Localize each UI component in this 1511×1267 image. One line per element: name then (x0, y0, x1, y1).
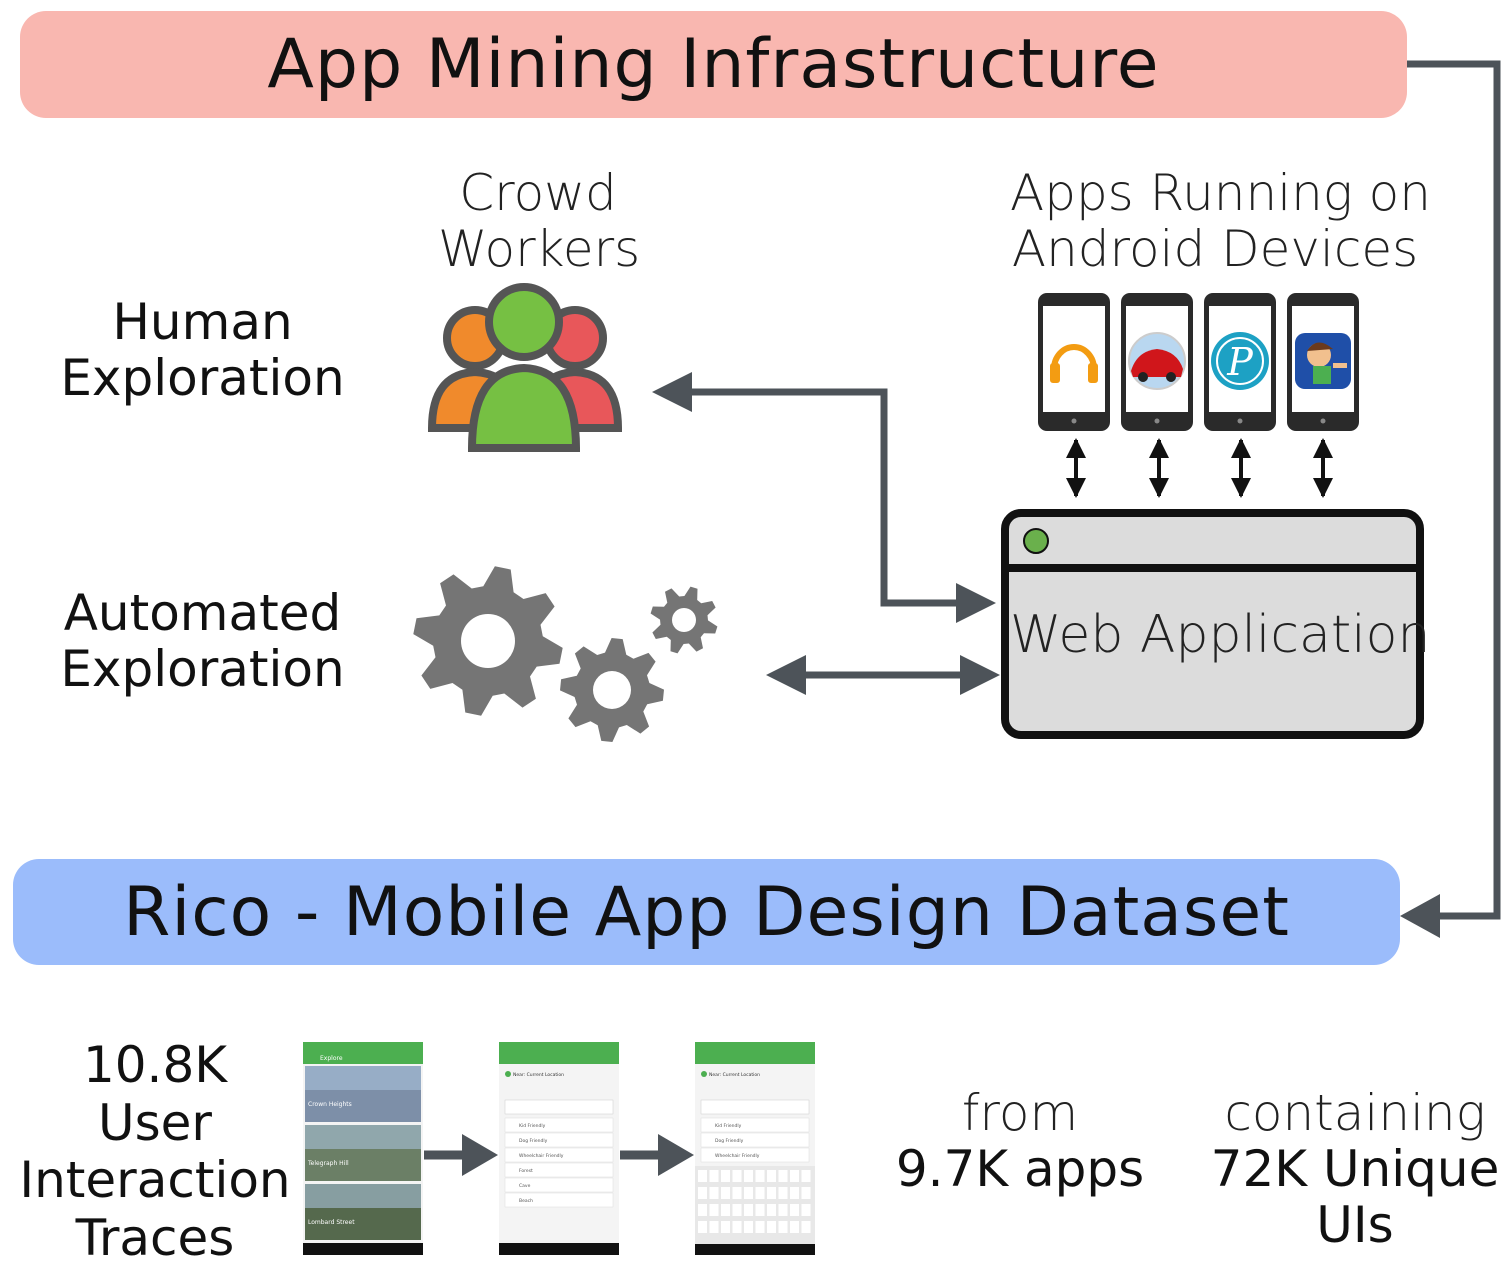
crowd-workers-label: Crowd Workers (438, 164, 641, 278)
svg-text:Lombard Street: Lombard Street (308, 1219, 355, 1226)
runner-game-app-icon (1295, 333, 1351, 389)
webapp-crowd-arrow (652, 372, 996, 623)
apps-running-line-1: Apps Running on (1010, 164, 1431, 222)
crowd-workers-line-2: Workers (438, 220, 641, 278)
svg-text:Dog Friendly: Dog Friendly (715, 1138, 744, 1144)
unique-uis-count: 72K Unique (1210, 1140, 1500, 1198)
gears-icon (413, 566, 718, 742)
traces-line-4: Traces (75, 1208, 235, 1267)
svg-text:Explore: Explore (320, 1055, 343, 1062)
android-phone-1 (1038, 293, 1110, 431)
svg-text:Forest: Forest (519, 1168, 533, 1174)
device-webapp-arrows (1066, 438, 1333, 498)
trace-arrows (424, 1134, 694, 1176)
gear-2 (560, 638, 664, 742)
containing-word: containing (1224, 1084, 1486, 1142)
svg-text:Kid Friendly: Kid Friendly (715, 1123, 742, 1129)
human-exploration-line-2: Exploration (60, 349, 345, 407)
android-phone-3: P (1204, 293, 1276, 431)
apps-count: 9.7K apps (895, 1140, 1145, 1198)
apps-running-line-2: Android Devices (1011, 220, 1419, 278)
traces-line-2: User (98, 1093, 212, 1152)
traces-count: 10.8K (82, 1036, 228, 1094)
svg-text:Near: Current Location: Near: Current Location (709, 1072, 760, 1078)
traces-label: 10.8K User Interaction Traces (10, 1036, 300, 1267)
banner-title: App Mining Infrastructure (267, 25, 1160, 104)
svg-text:Telegraph Hill: Telegraph Hill (307, 1160, 349, 1167)
status-dot (1023, 528, 1049, 554)
svg-text:Cave: Cave (519, 1183, 531, 1189)
traces-line-3: Interaction (19, 1151, 291, 1209)
crowd-workers-line-1: Crowd (459, 164, 617, 222)
web-application-label: Web Application (1010, 605, 1431, 665)
svg-text:Crown Heights: Crown Heights (308, 1101, 352, 1108)
people-group-icon (427, 283, 623, 452)
dataset-title: Rico - Mobile App Design Dataset (123, 872, 1290, 952)
automation-webapp-arrow (766, 655, 1000, 695)
race-car-app-icon (1128, 332, 1186, 390)
from-apps-label: from 9.7K apps (880, 1085, 1160, 1197)
svg-text:P: P (1226, 340, 1254, 384)
p-letter-app-icon: P (1211, 332, 1269, 390)
from-word: from (961, 1084, 1079, 1142)
containing-label: containing 72K Unique UIs (1205, 1085, 1505, 1253)
infrastructure-to-dataset-arrow (1400, 60, 1501, 938)
rico-dataset-banner: Rico - Mobile App Design Dataset (13, 859, 1400, 965)
gear-3 (650, 586, 718, 654)
gear-1 (413, 566, 563, 716)
automated-exploration-label: Automated Exploration (55, 585, 350, 697)
android-phone-2 (1121, 293, 1193, 431)
human-exploration-line-1: Human (112, 293, 293, 351)
automated-exploration-line-1: Automated (63, 584, 342, 642)
svg-text:Beach: Beach (519, 1198, 533, 1204)
android-devices: P (1038, 293, 1359, 431)
svg-text:Near: Current Location: Near: Current Location (513, 1072, 564, 1078)
web-application-window (1001, 509, 1424, 739)
svg-text:Wheelchair Friendly: Wheelchair Friendly (715, 1153, 760, 1159)
apps-running-label: Apps Running on Android Devices (1010, 164, 1431, 278)
svg-text:Kid Friendly: Kid Friendly (519, 1123, 546, 1129)
human-exploration-label: Human Exploration (55, 294, 350, 406)
svg-text:Dog Friendly: Dog Friendly (519, 1138, 548, 1144)
automated-exploration-line-2: Exploration (60, 640, 345, 698)
svg-text:Wheelchair Friendly: Wheelchair Friendly (519, 1153, 564, 1159)
uis-word: UIs (1316, 1196, 1394, 1254)
headphones-app-icon (1050, 344, 1098, 383)
android-phone-4 (1287, 293, 1359, 431)
app-mining-infrastructure-banner: App Mining Infrastructure (20, 11, 1407, 118)
